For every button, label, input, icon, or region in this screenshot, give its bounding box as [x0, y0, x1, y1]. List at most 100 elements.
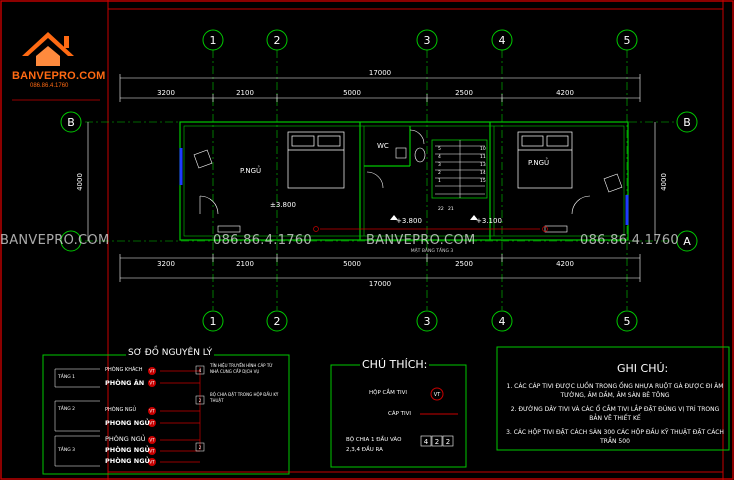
- svg-text:3: 3: [438, 162, 441, 168]
- bed-right: [517, 131, 573, 189]
- axis-label-3-bottom: 3: [424, 315, 431, 328]
- logo-icon: [22, 32, 74, 66]
- legend-socket-symbol: [430, 387, 444, 401]
- svg-text:14: 14: [480, 170, 486, 176]
- legend-row-splitter: BỘ CHIA 1 ĐẦU VÀO 2,3,4 ĐẦU RA: [346, 437, 402, 453]
- schematic-floor-3: TẦNG 3: [58, 448, 75, 453]
- schematic-room-4: PHONG NGỦ: [105, 419, 150, 427]
- level-label-room: ±3.800: [270, 201, 296, 209]
- svg-text:VT: VT: [149, 381, 155, 386]
- dimension-lines-top: [119, 74, 641, 102]
- schematic-room-1: PHÒNG KHÁCH: [105, 367, 143, 373]
- watermark-phone-2: 086.86.4.1760: [580, 233, 680, 248]
- schematic-room-5: PHÒNG NGỦ: [105, 435, 146, 443]
- dim-total-top: 17000: [369, 69, 391, 77]
- wc-fixtures: [395, 147, 426, 163]
- axis-label-B-right: B: [683, 116, 691, 129]
- dim-seg1-bottom: 3200: [157, 260, 175, 268]
- schematic-title: SƠ ĐỒ NGUYÊN LÝ: [126, 348, 215, 358]
- schematic-room-2: PHÒNG ĂN: [105, 379, 145, 387]
- level-label-hall: +3.800: [396, 217, 422, 225]
- watermark-site-2: BANVEPRO.COM: [366, 233, 476, 248]
- dim-vertical-right: 4000: [660, 173, 668, 191]
- room-label-wc: WC: [377, 142, 389, 150]
- axis-label-5-top: 5: [624, 34, 631, 47]
- svg-text:5: 5: [438, 146, 441, 152]
- svg-text:2: 2: [199, 445, 202, 450]
- logo-name: BANVEPRO.COM: [12, 70, 106, 82]
- legend-row-cable: CÁP TIVI: [388, 411, 412, 417]
- legend-row-socket: HỘP CẮM TIVI: [369, 390, 407, 396]
- svg-text:1: 1: [438, 178, 441, 184]
- schematic-note-splitter: BỘ CHIA ĐẶT TRONG HỘP ĐẤU KỸ THUẬT: [210, 392, 279, 403]
- svg-text:2: 2: [199, 398, 202, 403]
- axis-label-4-bottom: 4: [499, 315, 506, 328]
- schematic-floor-2: TẦNG 2: [58, 407, 75, 412]
- svg-text:10: 10: [480, 146, 486, 152]
- svg-text:22: 22: [438, 206, 444, 212]
- plan-caption: MẶT BẰNG TẦNG 3: [411, 246, 454, 254]
- svg-text:VT: VT: [149, 438, 155, 443]
- tv-cable-run: [313, 226, 548, 232]
- doors: [199, 129, 591, 215]
- svg-text:2: 2: [438, 170, 441, 176]
- legend-splitter-3: 2: [446, 438, 450, 446]
- axis-label-4-top: 4: [499, 34, 506, 47]
- stair-treads: [435, 140, 485, 198]
- dim-seg3-bottom: 5000: [343, 260, 361, 268]
- legend-splitter-1: 4: [424, 438, 429, 446]
- schematic-floor-braces: [54, 365, 205, 467]
- grid-bubbles-side: [60, 111, 698, 252]
- dim-seg1-top: 3200: [157, 89, 175, 97]
- level-label-stair: +3.100: [476, 217, 502, 225]
- dim-total-bottom: 17000: [369, 280, 391, 288]
- svg-text:4: 4: [199, 368, 202, 373]
- axis-label-1-bottom: 1: [210, 315, 217, 328]
- schematic-room-7: PHÒNG NGỦ: [105, 457, 150, 465]
- dim-vertical-left: 4000: [76, 173, 84, 191]
- schematic-room-3: PHÒNG NGỦ: [105, 407, 137, 413]
- svg-text:15: 15: [480, 178, 486, 184]
- axis-label-5-bottom: 5: [624, 315, 631, 328]
- dim-seg4-bottom: 2500: [455, 260, 473, 268]
- schematic-wiring: [160, 367, 201, 463]
- level-markers: [390, 215, 478, 220]
- svg-text:VT: VT: [149, 460, 155, 465]
- dim-seg2-top: 2100: [236, 89, 254, 97]
- schematic-sockets: [148, 367, 156, 466]
- stair-numbers: 10 11 13 14 15 5 4 3 2 1 22 21: [438, 146, 486, 212]
- grid-bubbles-bottom: [202, 310, 638, 332]
- axis-label-3-top: 3: [424, 34, 431, 47]
- room-label-bedroom-right: P.NGỦ: [528, 157, 549, 167]
- axis-label-2-top: 2: [274, 34, 281, 47]
- svg-text:VT: VT: [149, 409, 155, 414]
- svg-text:VT: VT: [149, 369, 155, 374]
- svg-text:21: 21: [448, 206, 454, 212]
- axis-label-2-bottom: 2: [274, 315, 281, 328]
- dim-seg5-top: 4200: [556, 89, 574, 97]
- notes-item-2: 2. ĐƯỜNG DÂY TIVI VÀ CÁC Ổ CẮM TIVI LẮP …: [510, 406, 720, 422]
- watermark-phone-1: 086.86.4.1760: [213, 233, 313, 248]
- dim-seg3-top: 5000: [343, 89, 361, 97]
- notes-item-3: 3. CÁC HỘP TIVI ĐẶT CÁCH SÀN 300 CÁC HỘP…: [506, 429, 724, 445]
- dim-seg2-bottom: 2100: [236, 260, 254, 268]
- axis-label-A-right: A: [683, 235, 691, 248]
- bed-left: [287, 131, 345, 189]
- schematic-floor-1: TẦNG 1: [58, 375, 75, 380]
- watermark-site-1: BANVEPRO.COM: [0, 233, 110, 248]
- svg-text:4: 4: [438, 154, 441, 160]
- legend-socket-symbol-label: VT: [434, 392, 441, 398]
- room-label-bedroom-left: P.NGỦ: [240, 165, 261, 175]
- svg-text:VT: VT: [149, 449, 155, 454]
- notes-box: [496, 346, 730, 451]
- legend-title: CHÚ THÍCH:: [360, 358, 430, 371]
- logo-phone: 086.86.4.1760: [30, 83, 69, 89]
- dimension-lines-vertical: [87, 122, 656, 241]
- legend-splitter-2: 2: [435, 438, 439, 446]
- grid-bubbles-top: [202, 29, 638, 51]
- svg-text:13: 13: [480, 162, 486, 168]
- axis-label-B-left: B: [67, 116, 75, 129]
- axis-label-1-top: 1: [210, 34, 217, 47]
- notes-item-1: 1. CÁC CÁP TIVI ĐƯỢC LUỒN TRONG ỐNG NHỰA…: [506, 383, 724, 399]
